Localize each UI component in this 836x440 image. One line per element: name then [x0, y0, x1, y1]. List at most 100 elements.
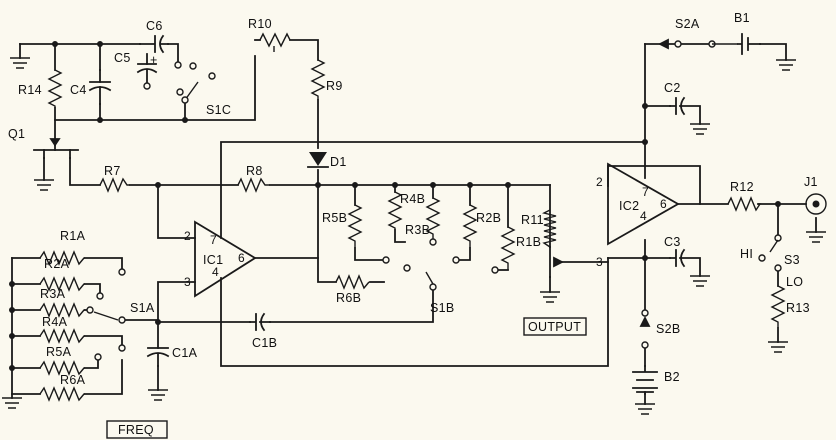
resistor-r4b: [387, 191, 403, 230]
label-c6: C6: [146, 19, 163, 33]
label-r2b: R2B: [476, 211, 501, 225]
resistor-r8: [237, 177, 270, 193]
ground-b2: [635, 403, 655, 415]
label-s1c: S1C: [206, 103, 231, 117]
label-r6b: R6B: [336, 291, 361, 305]
batteries: [632, 33, 761, 395]
label-b2: B2: [664, 370, 680, 384]
label-r3b: R3B: [405, 223, 430, 237]
capacitor-c4: [88, 69, 112, 105]
ground-symbols: [2, 57, 826, 415]
label-r5b: R5B: [322, 211, 347, 225]
label-r1a: R1A: [60, 229, 86, 243]
resistor-r11: [541, 209, 565, 278]
label-c2: C2: [664, 81, 681, 95]
label-output: OUTPUT: [528, 320, 581, 334]
jack-j1: [805, 193, 827, 215]
wires: [11, 39, 807, 405]
label-r7: R7: [104, 164, 121, 178]
label-hi: HI: [740, 247, 753, 261]
opamp-ic2: [607, 162, 680, 246]
ic2-pin-2: 2: [596, 175, 603, 189]
ic1-pin-7: 7: [210, 233, 217, 247]
label-lo: LO: [786, 275, 803, 289]
resistor-r7: [99, 177, 130, 193]
label-c5-plus: +: [150, 53, 158, 67]
capacitors: [88, 34, 701, 367]
label-r4b: R4B: [400, 192, 425, 206]
resistor-r5b: [347, 204, 363, 248]
diode-d1: [307, 152, 329, 168]
resistor-r6a: [39, 386, 85, 402]
label-d1: D1: [330, 155, 347, 169]
resistor-r2a: [39, 276, 85, 292]
resistor-r10: [259, 32, 291, 52]
capacitor-c6: [139, 34, 169, 54]
label-ic2: IC2: [619, 199, 639, 213]
label-r4a: R4A: [42, 315, 68, 329]
component-labels: C6 R10 S2A B1 C5 + R14 C4 R9 S1C C2 Q1 D…: [8, 11, 818, 437]
resistor-r1b: [500, 226, 516, 270]
ic2-pin-3: 3: [596, 255, 603, 269]
opamp-ic1: [194, 220, 257, 298]
junction-dots: [9, 41, 781, 371]
label-s1b: S1B: [430, 301, 455, 315]
ground-c2: [690, 123, 710, 135]
capacitor-c3: [669, 248, 701, 277]
label-freq: FREQ: [118, 423, 154, 437]
resistor-r14: [47, 69, 63, 108]
capacitor-c1b: [249, 312, 271, 332]
capacitor-c1a: [146, 347, 170, 367]
resistors: [39, 32, 786, 402]
freq-label-box: [106, 420, 168, 439]
ic2-pin-4: 4: [640, 209, 647, 223]
label-j1: J1: [804, 175, 818, 189]
label-r6a: R6A: [60, 373, 86, 387]
label-s2b: S2B: [656, 322, 681, 336]
capacitor-c2: [669, 96, 701, 125]
label-s1a: S1A: [130, 301, 155, 315]
ic1-pin-3: 3: [184, 275, 191, 289]
resistor-r3a: [39, 302, 85, 318]
label-r13: R13: [786, 301, 810, 315]
ground-c1a: [148, 365, 168, 401]
battery-b1: [737, 33, 761, 55]
battery-b2: [632, 365, 658, 395]
opamp-pin-numbers: 2 7 6 3 4 2 7 6 4 3: [184, 175, 667, 289]
resistor-r5a: [39, 360, 85, 376]
label-c1a: C1A: [172, 346, 198, 360]
ground-c3: [690, 275, 710, 287]
label-r11: R11: [521, 213, 544, 227]
label-c4: C4: [70, 83, 87, 97]
label-s2a: S2A: [675, 17, 700, 31]
ic1-pin-2: 2: [184, 229, 191, 243]
resistor-r9: [310, 59, 326, 100]
ground-s1a: [2, 397, 22, 409]
label-b1: B1: [734, 11, 750, 25]
ic1-pin-6: 6: [238, 251, 245, 265]
label-r8: R8: [246, 164, 263, 178]
transistor-q1: [33, 138, 79, 159]
label-c5: C5: [114, 51, 131, 65]
capacitor-c5: [136, 53, 158, 83]
label-r5a: R5A: [46, 345, 72, 359]
resistor-r4a: [39, 328, 85, 344]
label-ic1: IC1: [203, 253, 223, 267]
resistor-r1a: [39, 250, 85, 266]
label-r3a: R3A: [40, 287, 66, 301]
label-q1: Q1: [8, 127, 25, 141]
ground-b1: [776, 59, 796, 71]
label-r2a: R2A: [44, 257, 70, 271]
ic1-pin-4: 4: [212, 265, 219, 279]
ground-top-left: [10, 57, 30, 69]
ground-r11: [540, 291, 560, 303]
label-r9: R9: [326, 79, 343, 93]
ground-j1: [806, 217, 826, 243]
ground-q1: [34, 179, 54, 191]
resistor-r12: [727, 196, 762, 212]
label-c1b: C1B: [252, 336, 277, 350]
label-c3: C3: [664, 235, 681, 249]
ic2-pin-6: 6: [660, 197, 667, 211]
label-r12: R12: [730, 180, 754, 194]
